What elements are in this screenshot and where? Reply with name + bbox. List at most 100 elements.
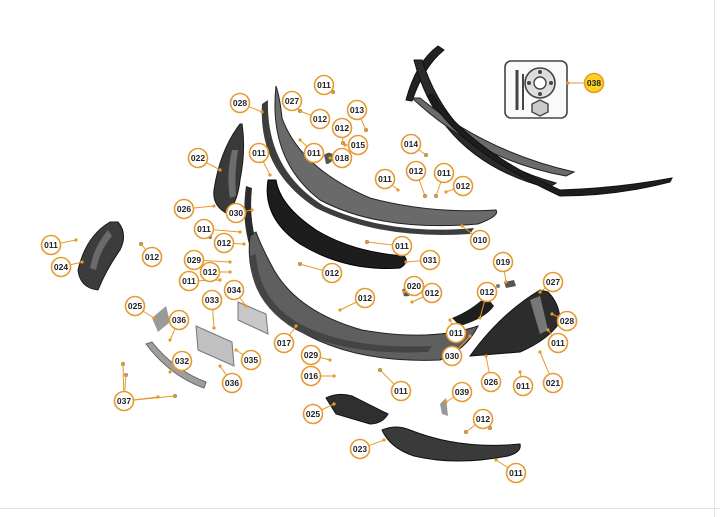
callout-011[interactable]: 011 bbox=[40, 234, 62, 256]
callout-012[interactable]: 012 bbox=[321, 262, 343, 284]
callout-circle[interactable] bbox=[113, 390, 135, 412]
callout-circle[interactable] bbox=[347, 134, 369, 156]
callout-circle[interactable] bbox=[229, 92, 251, 114]
callout-circle[interactable] bbox=[321, 262, 343, 284]
callout-circle[interactable] bbox=[452, 175, 474, 197]
callout-038[interactable]: 038 bbox=[583, 72, 605, 94]
callout-017[interactable]: 017 bbox=[273, 332, 295, 354]
callout-011[interactable]: 011 bbox=[374, 168, 396, 190]
callout-circle[interactable] bbox=[199, 261, 221, 283]
callout-036[interactable]: 036 bbox=[168, 309, 190, 331]
callout-circle[interactable] bbox=[225, 202, 247, 224]
callout-circle[interactable] bbox=[221, 372, 243, 394]
callout-circle[interactable] bbox=[303, 142, 325, 164]
callout-021[interactable]: 021 bbox=[542, 372, 564, 394]
callout-015[interactable]: 015 bbox=[347, 134, 369, 156]
callout-012[interactable]: 012 bbox=[405, 160, 427, 182]
callout-circle[interactable] bbox=[400, 133, 422, 155]
callout-033[interactable]: 033 bbox=[201, 289, 223, 311]
callout-035[interactable]: 035 bbox=[240, 349, 262, 371]
callout-circle[interactable] bbox=[469, 229, 491, 251]
callout-011[interactable]: 011 bbox=[178, 270, 200, 292]
callout-016[interactable]: 016 bbox=[300, 365, 322, 387]
callout-027[interactable]: 027 bbox=[542, 271, 564, 293]
callout-circle[interactable] bbox=[346, 99, 368, 121]
callout-circle[interactable] bbox=[451, 381, 473, 403]
callout-011[interactable]: 011 bbox=[303, 142, 325, 164]
callout-circle[interactable] bbox=[50, 256, 72, 278]
callout-circle[interactable] bbox=[403, 275, 425, 297]
callout-circle[interactable] bbox=[187, 147, 209, 169]
callout-032[interactable]: 032 bbox=[171, 350, 193, 372]
callout-011[interactable]: 011 bbox=[512, 375, 534, 397]
callout-011[interactable]: 011 bbox=[313, 74, 335, 96]
callout-circle[interactable] bbox=[445, 322, 467, 344]
callout-circle[interactable] bbox=[173, 198, 195, 220]
callout-036[interactable]: 036 bbox=[221, 372, 243, 394]
callout-circle[interactable] bbox=[141, 246, 163, 268]
callout-circle[interactable] bbox=[183, 249, 205, 271]
callout-circle[interactable] bbox=[391, 235, 413, 257]
callout-circle[interactable] bbox=[354, 287, 376, 309]
callout-013[interactable]: 013 bbox=[346, 99, 368, 121]
callout-circle[interactable] bbox=[302, 403, 324, 425]
callout-circle[interactable] bbox=[331, 147, 353, 169]
callout-028[interactable]: 028 bbox=[229, 92, 251, 114]
callout-012[interactable]: 012 bbox=[354, 287, 376, 309]
callout-031[interactable]: 031 bbox=[419, 249, 441, 271]
callout-circle[interactable] bbox=[331, 117, 353, 139]
callout-034[interactable]: 034 bbox=[223, 279, 245, 301]
callout-011[interactable]: 011 bbox=[193, 218, 215, 240]
callout-circle[interactable] bbox=[547, 332, 569, 354]
callout-019[interactable]: 019 bbox=[492, 251, 514, 273]
callout-circle[interactable] bbox=[583, 72, 605, 94]
callout-circle[interactable] bbox=[556, 310, 578, 332]
callout-012[interactable]: 012 bbox=[421, 282, 443, 304]
callout-018[interactable]: 018 bbox=[331, 147, 353, 169]
callout-circle[interactable] bbox=[171, 350, 193, 372]
callout-circle[interactable] bbox=[309, 108, 331, 130]
callout-012[interactable]: 012 bbox=[141, 246, 163, 268]
callout-030[interactable]: 030 bbox=[441, 345, 463, 367]
callout-011[interactable]: 011 bbox=[248, 142, 270, 164]
callout-circle[interactable] bbox=[273, 332, 295, 354]
callout-025[interactable]: 025 bbox=[302, 403, 324, 425]
callout-012[interactable]: 012 bbox=[472, 408, 494, 430]
callout-circle[interactable] bbox=[492, 251, 514, 273]
callout-circle[interactable] bbox=[374, 168, 396, 190]
callout-027[interactable]: 027 bbox=[281, 90, 303, 112]
callout-011[interactable]: 011 bbox=[445, 322, 467, 344]
callout-circle[interactable] bbox=[433, 162, 455, 184]
callout-circle[interactable] bbox=[480, 371, 502, 393]
callout-circle[interactable] bbox=[124, 295, 146, 317]
callout-011[interactable]: 011 bbox=[433, 162, 455, 184]
callout-039[interactable]: 039 bbox=[451, 381, 473, 403]
callout-014[interactable]: 014 bbox=[400, 133, 422, 155]
callout-011[interactable]: 011 bbox=[390, 380, 412, 402]
callout-012[interactable]: 012 bbox=[476, 281, 498, 303]
callout-circle[interactable] bbox=[193, 218, 215, 240]
callout-circle[interactable] bbox=[405, 160, 427, 182]
callout-030[interactable]: 030 bbox=[225, 202, 247, 224]
callout-circle[interactable] bbox=[421, 282, 443, 304]
callout-circle[interactable] bbox=[472, 408, 494, 430]
callout-012[interactable]: 012 bbox=[213, 232, 235, 254]
callout-circle[interactable] bbox=[419, 249, 441, 271]
callout-circle[interactable] bbox=[441, 345, 463, 367]
callout-circle[interactable] bbox=[300, 365, 322, 387]
callout-024[interactable]: 024 bbox=[50, 256, 72, 278]
callout-012[interactable]: 012 bbox=[331, 117, 353, 139]
callout-026[interactable]: 026 bbox=[480, 371, 502, 393]
callout-011[interactable]: 011 bbox=[547, 332, 569, 354]
callout-circle[interactable] bbox=[349, 438, 371, 460]
callout-circle[interactable] bbox=[300, 344, 322, 366]
callout-circle[interactable] bbox=[505, 462, 527, 484]
callout-circle[interactable] bbox=[201, 289, 223, 311]
callout-020[interactable]: 020 bbox=[403, 275, 425, 297]
callout-circle[interactable] bbox=[512, 375, 534, 397]
callout-circle[interactable] bbox=[168, 309, 190, 331]
callout-012[interactable]: 012 bbox=[452, 175, 474, 197]
callout-circle[interactable] bbox=[178, 270, 200, 292]
callout-circle[interactable] bbox=[40, 234, 62, 256]
callout-circle[interactable] bbox=[542, 372, 564, 394]
